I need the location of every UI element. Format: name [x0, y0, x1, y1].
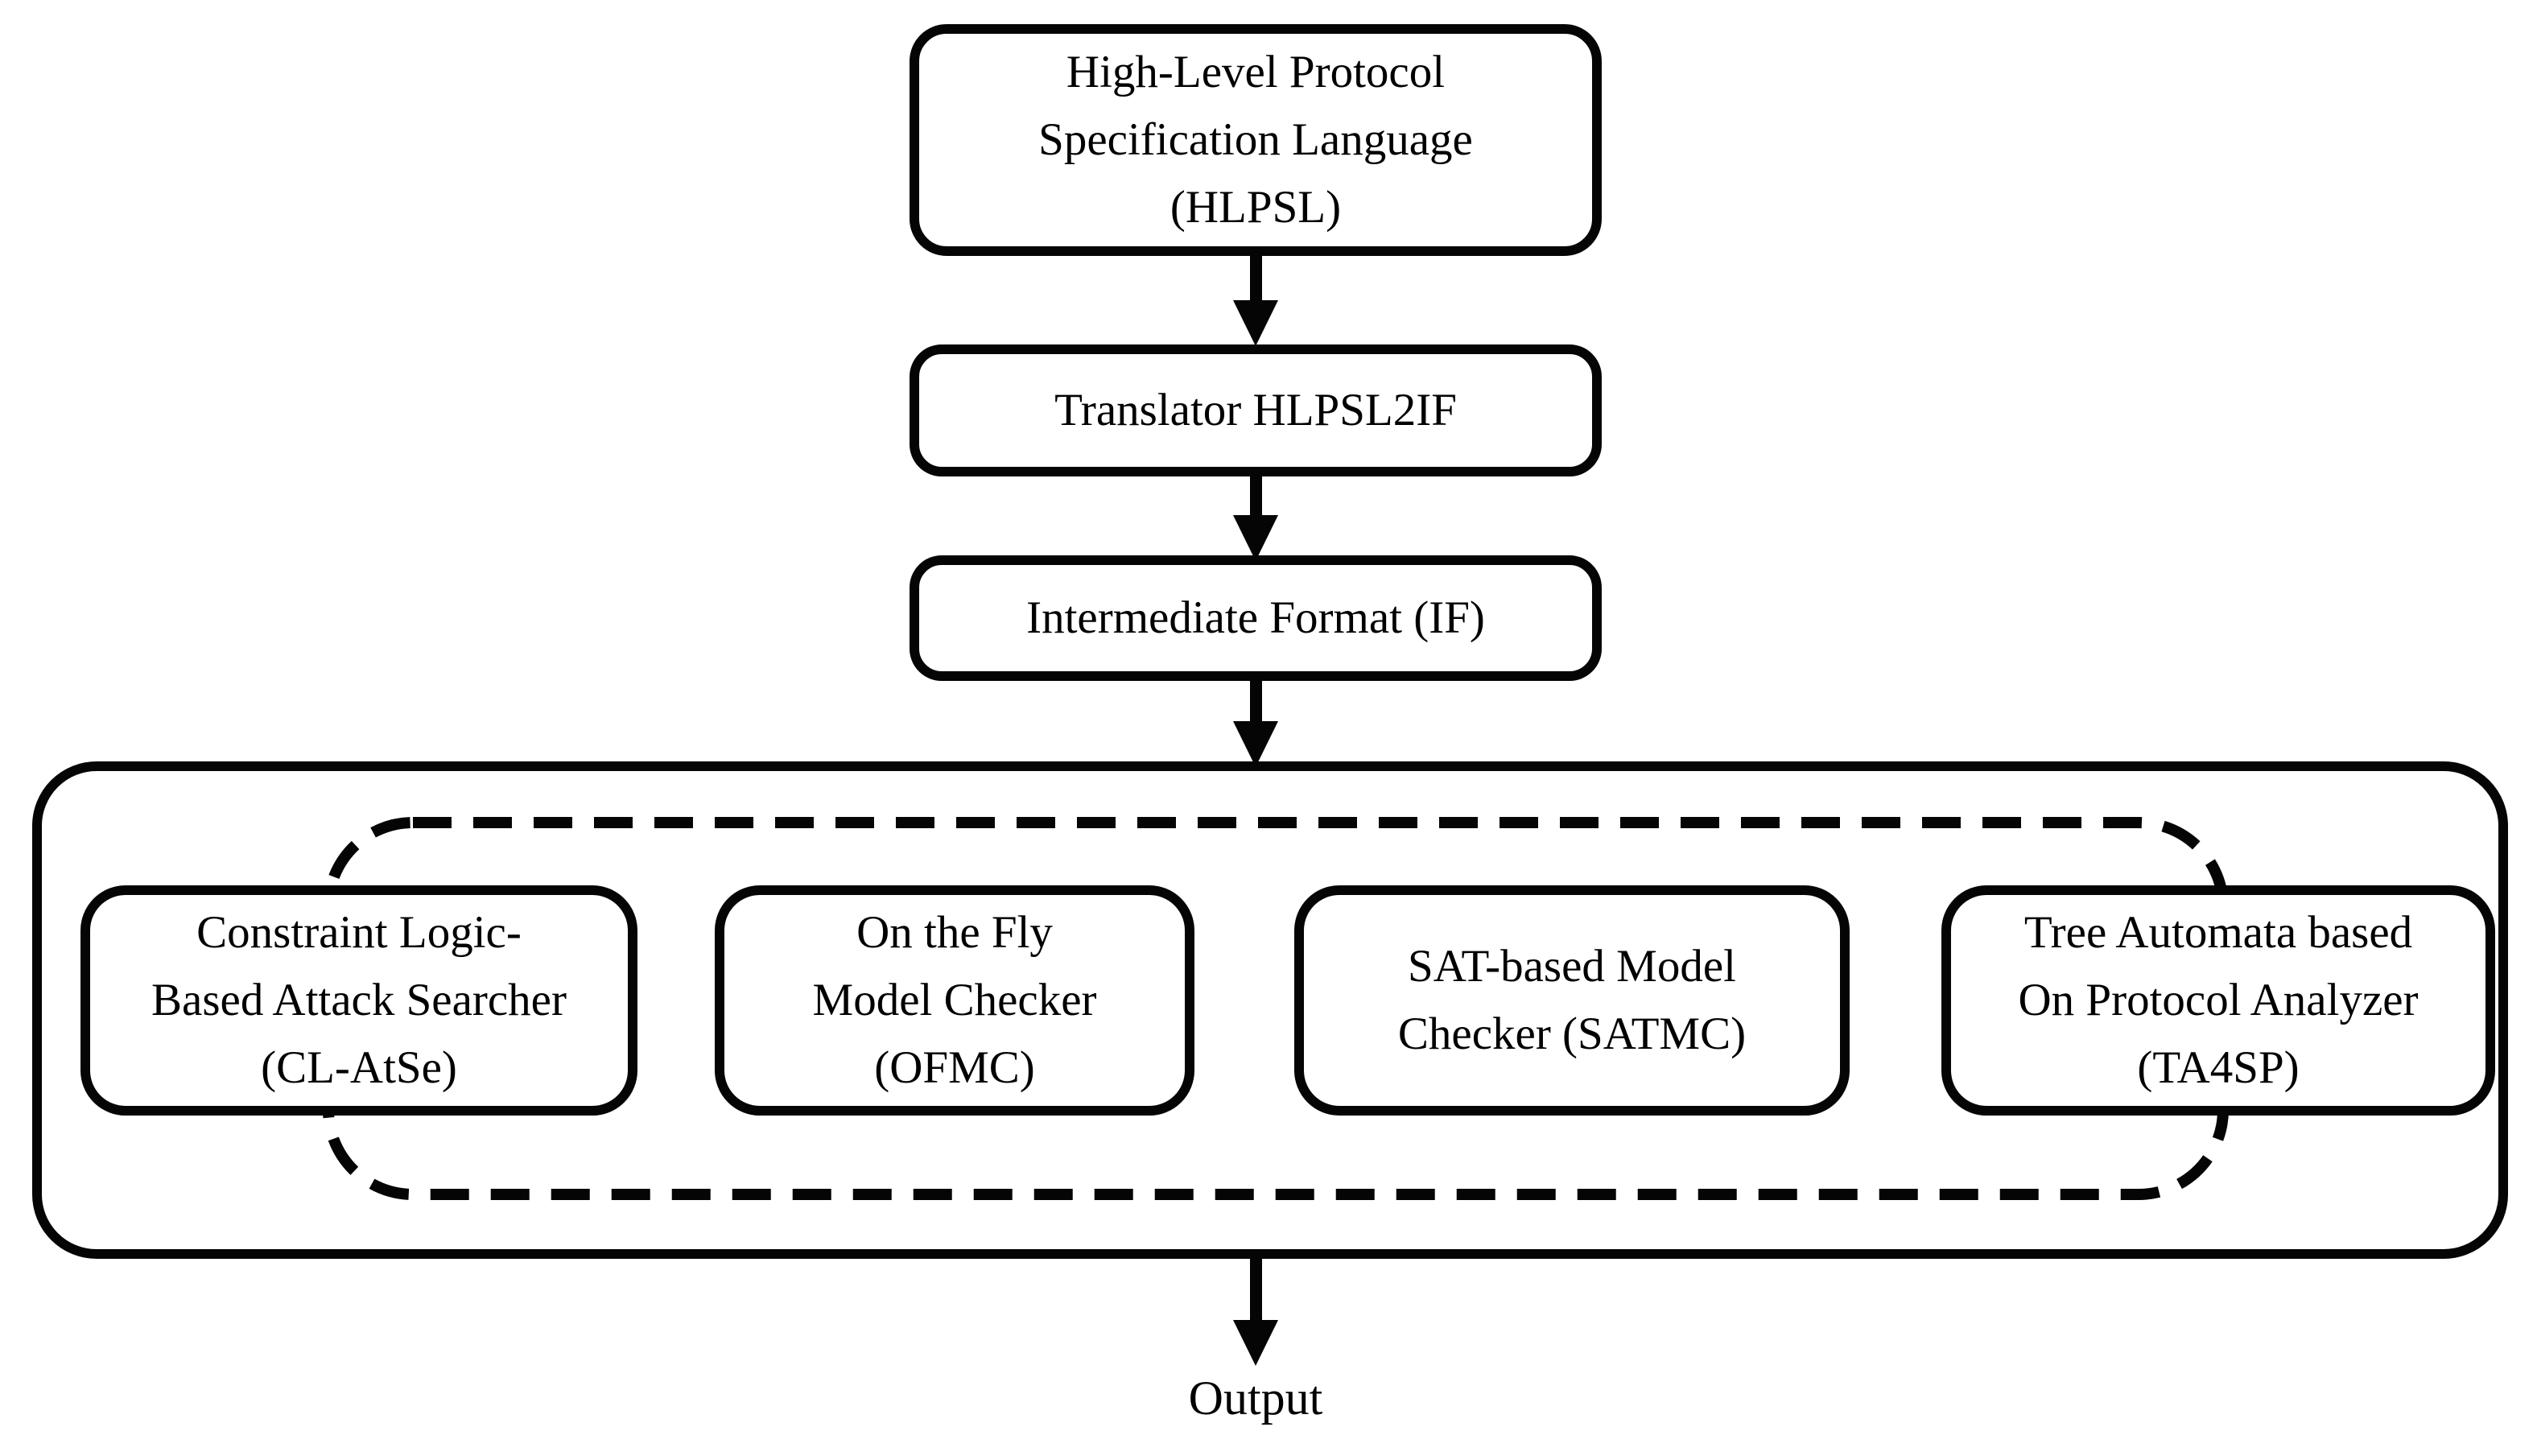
arrow-translator-to-if	[1233, 475, 1278, 561]
node-satmc-line-2: Checker (SATMC)	[1397, 1008, 1747, 1059]
node-hlpsl-line-2: Specification Language	[1038, 114, 1473, 165]
node-clatse-line-2: Based Attack Searcher	[151, 975, 567, 1025]
node-ta4sp-line-3: (TA4SP)	[2137, 1042, 2300, 1093]
node-ofmc-line-2: Model Checker	[812, 975, 1097, 1025]
node-satmc: SAT-based Model Checker (SATMC)	[1294, 885, 1850, 1116]
node-intermediate-format: Intermediate Format (IF)	[910, 555, 1602, 681]
node-translator-line-1: Translator HLPSL2IF	[1054, 385, 1457, 435]
node-satmc-line-1: SAT-based Model	[1408, 941, 1736, 992]
node-ofmc-line-3: (OFMC)	[874, 1042, 1035, 1093]
arrow-stem	[1249, 475, 1262, 515]
arrow-hlpsl-to-translator	[1233, 254, 1278, 346]
node-clatse-line-1: Constraint Logic-	[196, 907, 522, 958]
node-hlpsl: High-Level Protocol Specification Langua…	[910, 24, 1602, 256]
node-clatse-line-3: (CL-AtSe)	[261, 1042, 457, 1093]
output-label: Output	[1188, 1371, 1323, 1425]
arrow-stem	[1249, 254, 1262, 300]
node-hlpsl-line-3: (HLPSL)	[1169, 182, 1342, 233]
arrow-down-icon	[1233, 515, 1278, 561]
arrow-stem	[1249, 1257, 1262, 1320]
node-hlpsl-line-1: High-Level Protocol	[1066, 47, 1446, 97]
arrow-backends-to-output	[1233, 1257, 1278, 1366]
arrow-stem	[1249, 681, 1262, 721]
arrow-if-to-backends	[1233, 681, 1278, 767]
node-intermediate-format-line-1: Intermediate Format (IF)	[1026, 592, 1485, 643]
node-ta4sp-line-1: Tree Automata based	[2023, 907, 2413, 958]
arrow-down-icon	[1233, 721, 1278, 767]
node-clatse: Constraint Logic- Based Attack Searcher …	[80, 885, 637, 1116]
arrow-down-icon	[1233, 1320, 1278, 1366]
node-ofmc: On the Fly Model Checker (OFMC)	[715, 885, 1194, 1116]
node-translator: Translator HLPSL2IF	[910, 344, 1602, 476]
node-ta4sp-line-2: On Protocol Analyzer	[2018, 975, 2419, 1025]
node-ofmc-line-1: On the Fly	[856, 907, 1053, 958]
arrow-down-icon	[1233, 300, 1278, 346]
node-ta4sp: Tree Automata based On Protocol Analyzer…	[1941, 885, 2495, 1116]
